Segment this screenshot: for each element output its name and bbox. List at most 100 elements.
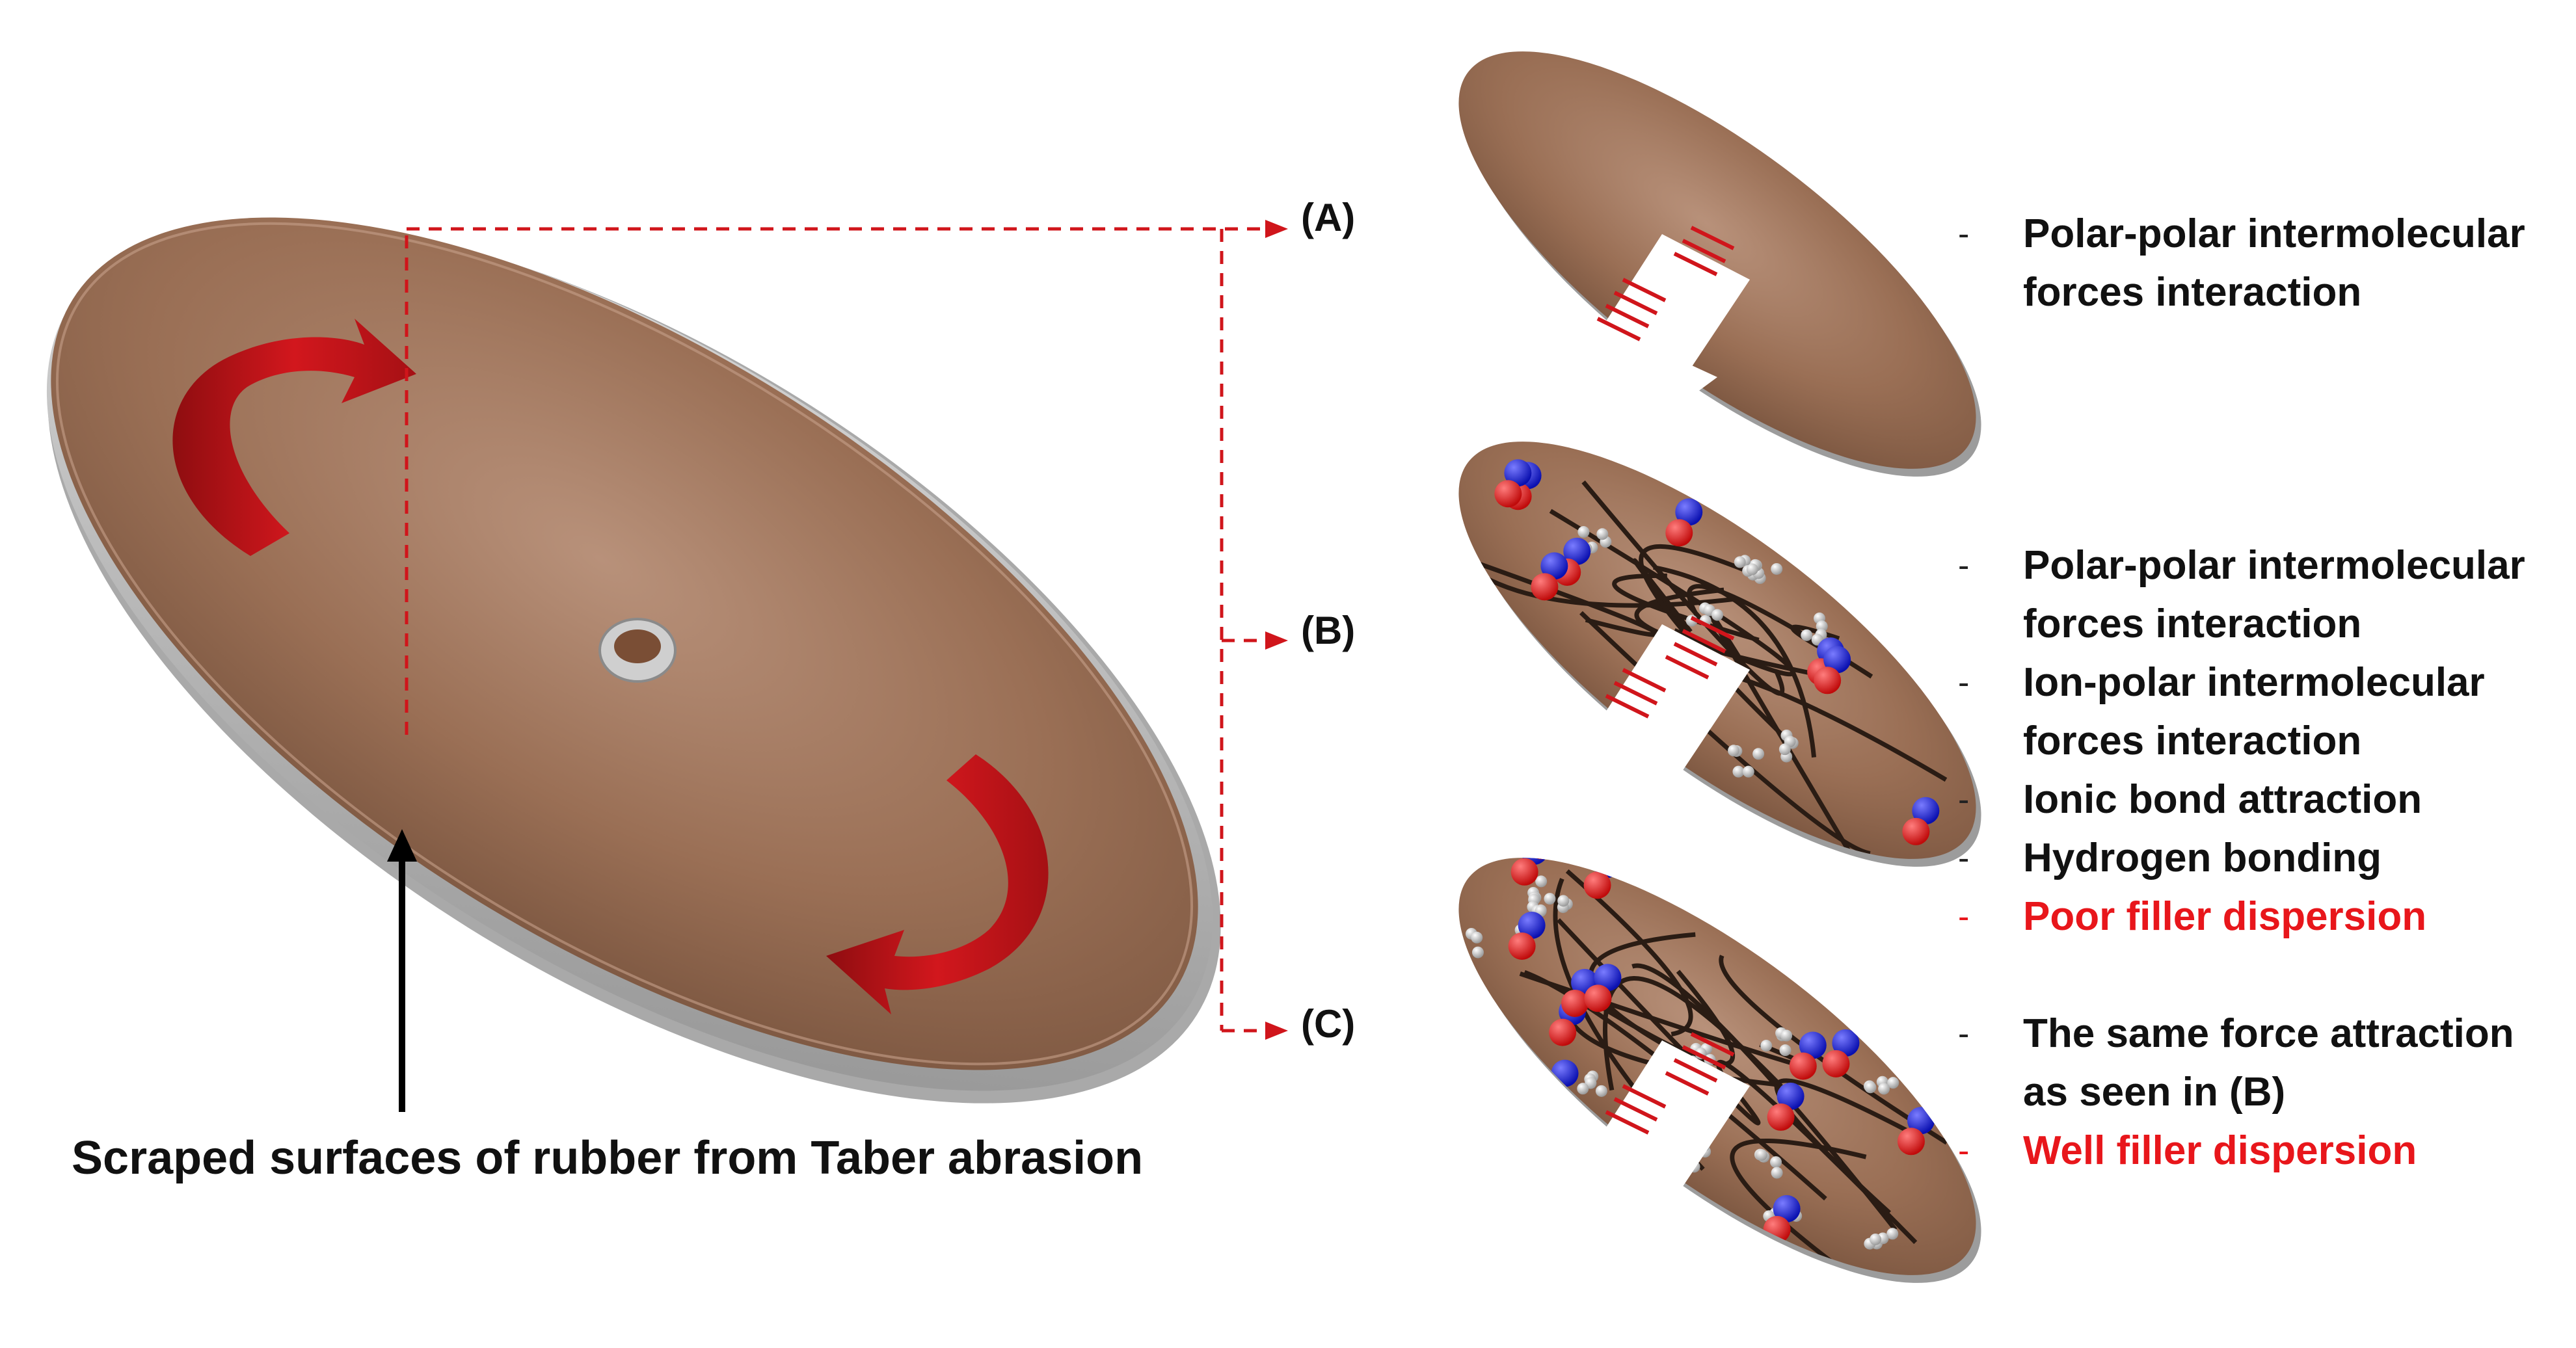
red-particle (1531, 573, 1559, 601)
panel-b-item-5-highlight: Poor filler dispersion (2023, 894, 2427, 939)
bullet-dash: - (1958, 781, 1970, 819)
blue-particle (1537, 811, 1565, 839)
blue-particle (1799, 1031, 1827, 1059)
rotation-arrow-bottom-right (826, 754, 1049, 1014)
grey-particle (1734, 556, 1746, 568)
grey-particle (1596, 528, 1609, 540)
blue-particle (1777, 1082, 1805, 1110)
grey-particle (1471, 931, 1483, 944)
panel-connectors (405, 227, 1265, 1033)
grey-particle (1752, 748, 1765, 760)
red-particle (1494, 480, 1522, 508)
bullet-dash: - (1958, 547, 1970, 585)
panel-b-item-4: Hydrogen bonding (2023, 836, 2382, 880)
grey-particle (1801, 629, 1813, 641)
disc-a (1458, 51, 1981, 477)
blue-particle (1551, 1059, 1579, 1087)
large-rubber-disc (46, 217, 1221, 1104)
blue-particle (1912, 797, 1940, 825)
grey-particle (1756, 1149, 1768, 1161)
red-particle (1767, 1103, 1795, 1131)
bullet-dash-highlight: - (1958, 898, 1970, 936)
grey-particle (1870, 1233, 1882, 1245)
red-particle (1902, 817, 1930, 845)
red-particle (1561, 989, 1589, 1017)
red-particle (1549, 1018, 1577, 1046)
grey-particle (1770, 1156, 1782, 1169)
panel-label-a: (A) (1301, 196, 1356, 239)
red-particle (1508, 932, 1536, 960)
grey-particle (1771, 562, 1783, 575)
grey-particle (1864, 1081, 1877, 1094)
blue-particle (1823, 646, 1851, 674)
rotation-arrow-top-left (172, 319, 416, 556)
red-particle (1584, 985, 1612, 1012)
grey-particle (1816, 620, 1828, 633)
polymer-chain (1653, 565, 1817, 758)
panel-c-item-2-highlight: Well filler dispersion (2023, 1128, 2417, 1173)
red-particle (1583, 871, 1611, 899)
polymer-chain (1634, 587, 1823, 678)
grey-particle (1746, 563, 1758, 575)
scraped-surface-pointer (387, 829, 417, 1112)
red-particle (1822, 1050, 1850, 1077)
polymer-chain (1719, 955, 1948, 1145)
blue-particle (1518, 911, 1546, 939)
red-particle (1510, 858, 1538, 886)
blue-particle (1675, 498, 1703, 526)
grey-particle (1471, 946, 1484, 958)
blue-particle (1832, 1029, 1860, 1057)
bullet-dash: - (1958, 839, 1970, 877)
grey-particle (1595, 1085, 1607, 1097)
grey-particle (1760, 1040, 1773, 1052)
grey-particle (1455, 944, 1467, 956)
polymer-chain (1556, 918, 1761, 1126)
bullet-dash: - (1958, 215, 1970, 253)
grey-particle (1778, 743, 1791, 756)
polymer-chain (1523, 970, 1827, 1201)
grey-particle (1535, 875, 1548, 888)
grey-particle (1450, 936, 1462, 948)
grey-particle (1577, 1083, 1589, 1095)
connector-arrowheads (1265, 220, 1288, 1040)
blue-particle (1540, 552, 1568, 580)
polymer-chain (1603, 975, 1783, 1091)
disc-c (1450, 811, 1981, 1283)
bullet-dash: - (1958, 1015, 1970, 1053)
grey-particle (1771, 1167, 1783, 1179)
red-particle (1665, 519, 1693, 547)
blue-particle (1773, 1195, 1801, 1222)
grey-particle (1742, 765, 1754, 778)
blue-particle (1504, 459, 1532, 487)
grey-particle (1728, 745, 1740, 757)
grey-particle (1557, 895, 1570, 907)
panel-b-item-3: Ionic bond attraction (2023, 777, 2422, 822)
bullet-dash: - (1958, 664, 1970, 702)
figure-caption: Scraped surfaces of rubber from Taber ab… (72, 1132, 1144, 1184)
grey-particle (1886, 1228, 1899, 1240)
panel-label-c: (C) (1301, 1002, 1356, 1046)
grey-particle (1887, 1077, 1899, 1089)
panel-label-b: (B) (1301, 609, 1356, 652)
grey-particle (1711, 609, 1724, 621)
red-particle (1897, 1128, 1925, 1156)
red-particle (1789, 1052, 1817, 1080)
blue-particle (1594, 964, 1622, 992)
grey-particle (1780, 1029, 1793, 1042)
blue-particle (1563, 537, 1591, 565)
red-particle (1814, 667, 1842, 694)
grey-particle (1878, 1083, 1890, 1095)
grey-particle (1577, 526, 1590, 538)
grey-particle (1544, 893, 1556, 905)
bullet-dash-highlight: - (1958, 1132, 1970, 1170)
polymer-chain (1702, 600, 1865, 876)
grey-particle (1732, 765, 1745, 778)
disc-b (1458, 442, 1981, 876)
red-particle (1527, 832, 1555, 860)
